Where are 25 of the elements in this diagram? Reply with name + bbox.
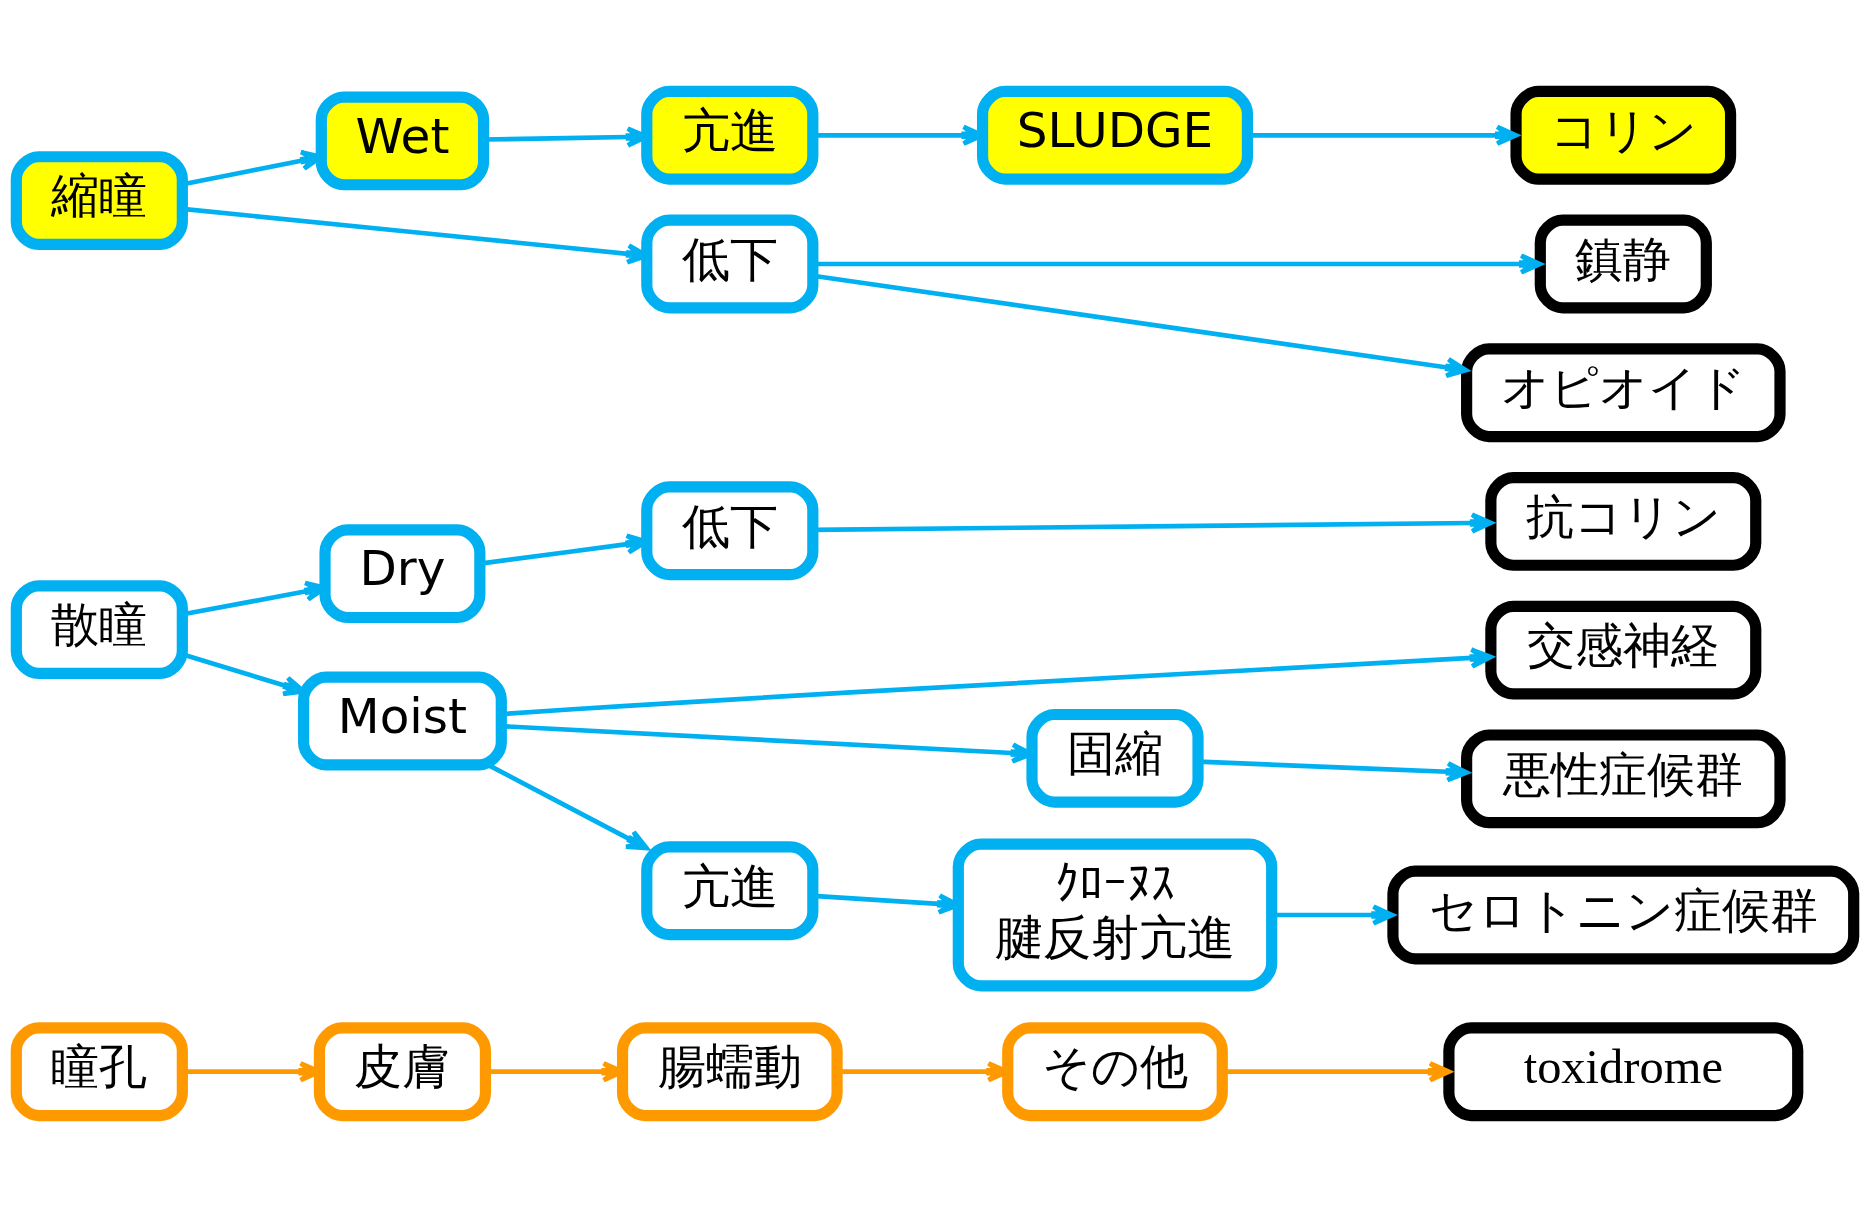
node-box: コリン [1510,85,1737,185]
node-box: 悪性症候群 [1461,729,1786,829]
node-box: 鎮静 [1534,214,1712,314]
node-box: ｸﾛｰﾇｽ 腱反射亢進 [952,838,1278,992]
node-box: 固縮 [1026,708,1204,808]
node-box: 交感神経 [1485,600,1762,700]
node-box: Dry [319,524,486,624]
node-box: 腸蠕動 [616,1022,843,1122]
node-box: 抗コリン [1485,472,1762,571]
node-box: toxidrome [1443,1022,1804,1122]
arrow [487,763,649,851]
node-box: 瞳孔 [10,1022,188,1122]
node-box: SLUDGE [976,85,1254,185]
node-box: Wet [315,91,490,191]
node-box: 低下 [641,214,819,314]
node-box: オピオイド [1461,343,1786,443]
node-box: その他 [1002,1022,1228,1122]
node-box: セロトニン症候群 [1387,865,1860,965]
node-box: 縮瞳 [10,151,188,250]
node-box: 皮膚 [313,1022,492,1122]
node-box: 亢進 [641,841,819,941]
node-box: 散瞳 [10,580,188,680]
node-box: Moist [298,671,507,771]
node-box: 亢進 [641,85,819,185]
node-box: 低下 [641,481,819,581]
